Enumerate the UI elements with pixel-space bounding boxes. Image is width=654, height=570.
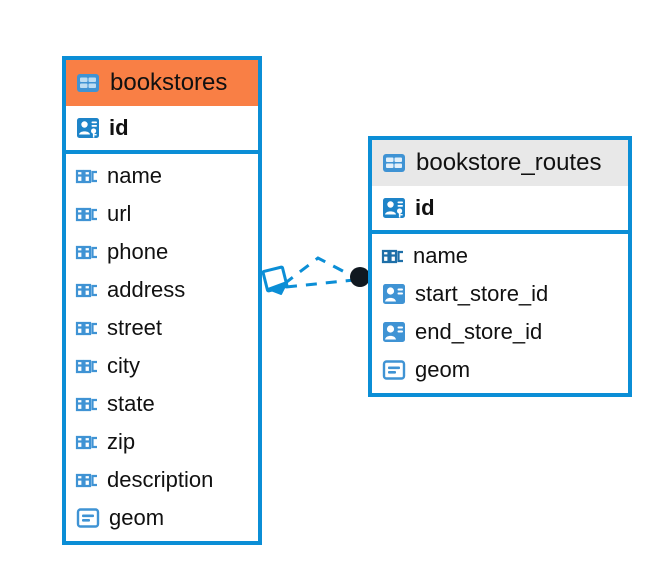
field-row-geom[interactable]: geom [372,351,628,389]
field-name-id: id [109,115,129,140]
field-row-state[interactable]: state [66,385,258,423]
entity-table-bookstores[interactable]: bookstores id [62,56,262,545]
field-row-geom[interactable]: geom [66,499,258,537]
field-row-name[interactable]: name [372,237,628,275]
relationship-source-marker-open-diamond [261,265,289,295]
foreign-key-icon [383,322,405,342]
entity-table-bookstore-routes[interactable]: bookstore_routes id [368,136,632,397]
field-label: zip [107,429,136,454]
field-label: start_store_id [415,281,549,306]
abc-text-icon [75,435,97,450]
field-label: url [107,201,132,226]
field-row-url[interactable]: url [66,195,258,233]
primary-key-divider [372,230,628,234]
entity-title-bookstore-routes: bookstore_routes [416,149,602,176]
field-name-id: id [415,195,435,220]
field-row-street[interactable]: street [66,309,258,347]
field-row-name[interactable]: name [66,157,258,195]
field-row-city[interactable]: city [66,347,258,385]
relationship-line-lower [285,278,355,289]
geometry-icon [76,508,100,528]
field-label: address [107,277,186,302]
field-label: end_store_id [415,319,543,344]
abc-text-icon [75,169,97,184]
abc-text-icon [75,283,97,298]
field-label: description [107,467,214,492]
field-row-end-store-id[interactable]: end_store_id [372,313,628,351]
field-row-primary-key[interactable]: id [372,186,628,230]
field-label: geom [415,357,471,382]
entity-header-bookstores[interactable]: bookstores [66,60,258,106]
abc-text-icon [381,249,403,264]
field-row-start-store-id[interactable]: start_store_id [372,275,628,313]
field-label: phone [107,239,169,264]
entity-header-bookstore-routes[interactable]: bookstore_routes [372,140,628,186]
abc-text-icon [75,359,97,374]
entity-title-bookstores: bookstores [110,69,228,96]
abc-text-icon [75,473,97,488]
field-row-phone[interactable]: phone [66,233,258,271]
field-label: name [107,163,163,188]
primary-key-divider [66,150,258,154]
relationship-line-upper [283,256,357,286]
field-label: geom [109,505,165,530]
field-row-address[interactable]: address [66,271,258,309]
field-list-bookstores: name url phone [66,154,258,541]
primary-key-icon [383,198,405,218]
table-icon [77,74,99,92]
field-label: name [413,243,469,268]
field-list-bookstore-routes: name start_store_id [372,234,628,393]
geometry-icon [382,360,406,380]
field-label: street [107,315,163,340]
abc-text-icon [75,397,97,412]
field-label: city [107,353,140,378]
field-label: state [107,391,155,416]
table-icon [383,154,405,172]
field-row-zip[interactable]: zip [66,423,258,461]
abc-text-icon [75,321,97,336]
field-row-primary-key[interactable]: id [66,106,258,150]
primary-key-icon [77,118,99,138]
foreign-key-icon [383,284,405,304]
abc-text-icon [75,207,97,222]
field-row-description[interactable]: description [66,461,258,499]
relationship-target-marker-dot [350,267,370,287]
abc-text-icon [75,245,97,260]
